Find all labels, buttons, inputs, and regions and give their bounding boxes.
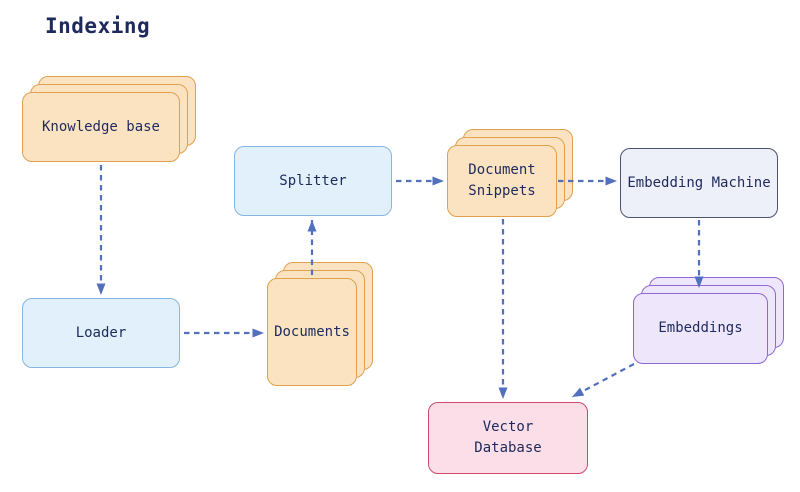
stack-card-front: Documents — [267, 278, 357, 386]
box-card: Vector Database — [428, 402, 588, 474]
node-embedding-machine: Embedding Machine — [620, 148, 778, 218]
node-label: Embeddings — [658, 320, 743, 336]
stack-card-front: Embeddings — [633, 293, 768, 364]
node-documents: Documents — [267, 262, 373, 386]
stack-card-front: Knowledge base — [22, 92, 180, 162]
node-document-snippets: Document Snippets — [447, 129, 573, 217]
box-card: Splitter — [234, 146, 392, 216]
stack-card-front: Document Snippets — [447, 145, 557, 217]
diagram-title: Indexing — [45, 14, 151, 38]
node-label: Embedding Machine — [627, 174, 771, 191]
node-loader: Loader — [22, 298, 180, 368]
node-splitter: Splitter — [234, 146, 392, 216]
node-label: Loader — [75, 324, 127, 341]
node-vector-database: Vector Database — [428, 402, 588, 474]
arrow-embeddings-to-vector-database — [571, 363, 635, 398]
node-label: Splitter — [279, 172, 347, 189]
node-label: Vector Database — [474, 419, 542, 456]
box-card: Loader — [22, 298, 180, 368]
node-label: Document Snippets — [468, 162, 536, 199]
node-embeddings: Embeddings — [633, 277, 784, 364]
box-card: Embedding Machine — [620, 148, 778, 218]
node-label: Knowledge base — [41, 118, 160, 135]
node-label: Documents — [274, 323, 350, 340]
node-knowledge-base: Knowledge base — [22, 76, 196, 162]
